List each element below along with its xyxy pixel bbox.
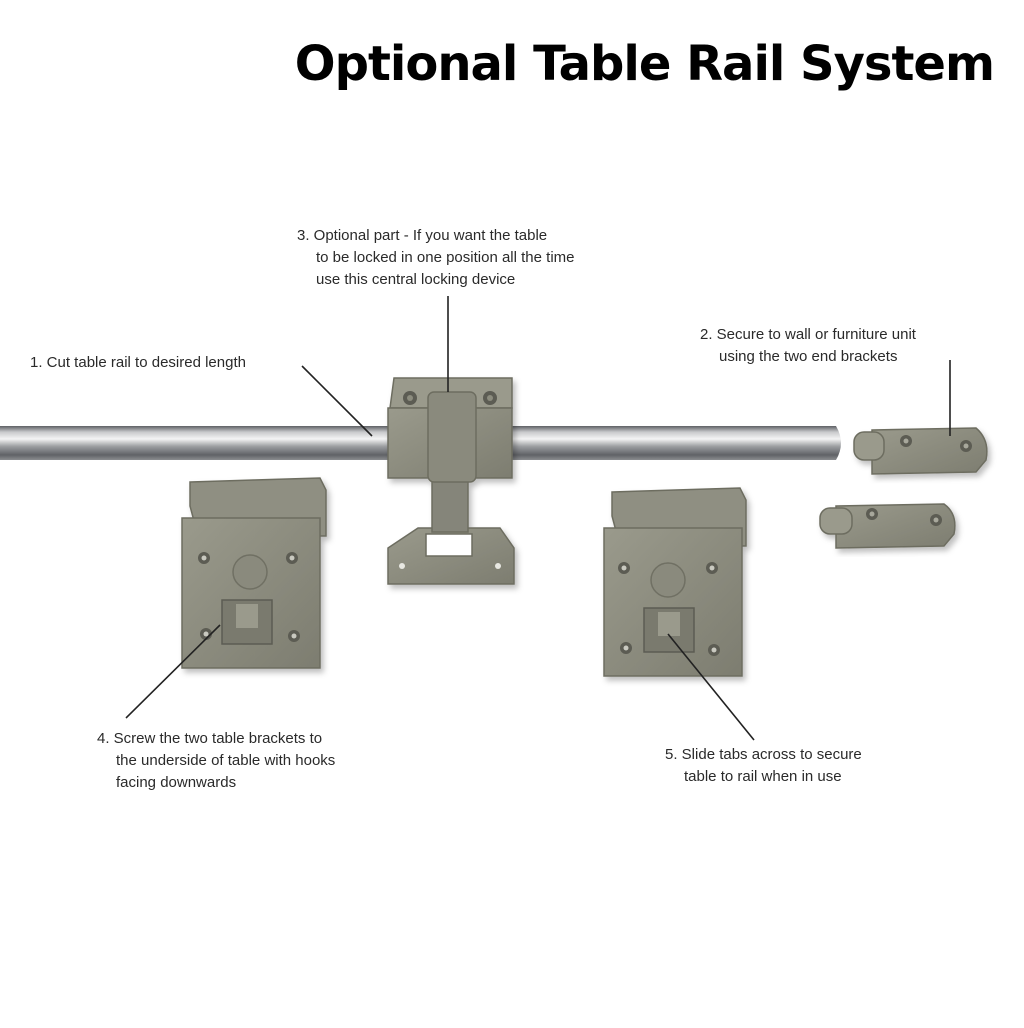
callout-line: use this central locking device [316, 271, 516, 288]
callout-slide-tabs: 5. Slide tabs across to secure table to … [665, 744, 862, 788]
callout-line: 1. Cut table rail to desired length [30, 354, 246, 371]
callout-optional-part: 3. Optional part - If you want the table… [297, 225, 575, 291]
page-title: Optional Table Rail System [294, 36, 995, 92]
table-bracket-right [603, 487, 747, 677]
leader-line-5 [667, 633, 755, 741]
table-bracket-left [181, 477, 327, 669]
callout-line: 4. Screw the two table brackets to [97, 730, 323, 747]
end-bracket-upper [853, 427, 988, 475]
callout-line: the underside of table with hooks [116, 752, 336, 769]
leader-line-1 [301, 365, 373, 437]
callout-line: facing downwards [116, 774, 237, 791]
callout-secure-wall: 2. Secure to wall or furniture unit usin… [700, 324, 916, 368]
leader-line-4 [125, 624, 221, 719]
callout-line: 3. Optional part - If you want the table [297, 227, 548, 244]
callout-screw-brackets: 4. Screw the two table brackets to the u… [97, 728, 335, 794]
leader-lines [125, 296, 951, 741]
callout-line: 5. Slide tabs across to secure [665, 746, 862, 763]
central-locking-device [387, 377, 515, 585]
callout-line: using the two end brackets [719, 348, 898, 365]
callout-line: to be locked in one position all the tim… [316, 249, 575, 266]
callout-line: table to rail when in use [684, 768, 842, 785]
end-bracket-lower [819, 503, 956, 549]
callout-line: 2. Secure to wall or furniture unit [700, 326, 916, 343]
callout-cut-rail: 1. Cut table rail to desired length [30, 352, 246, 374]
